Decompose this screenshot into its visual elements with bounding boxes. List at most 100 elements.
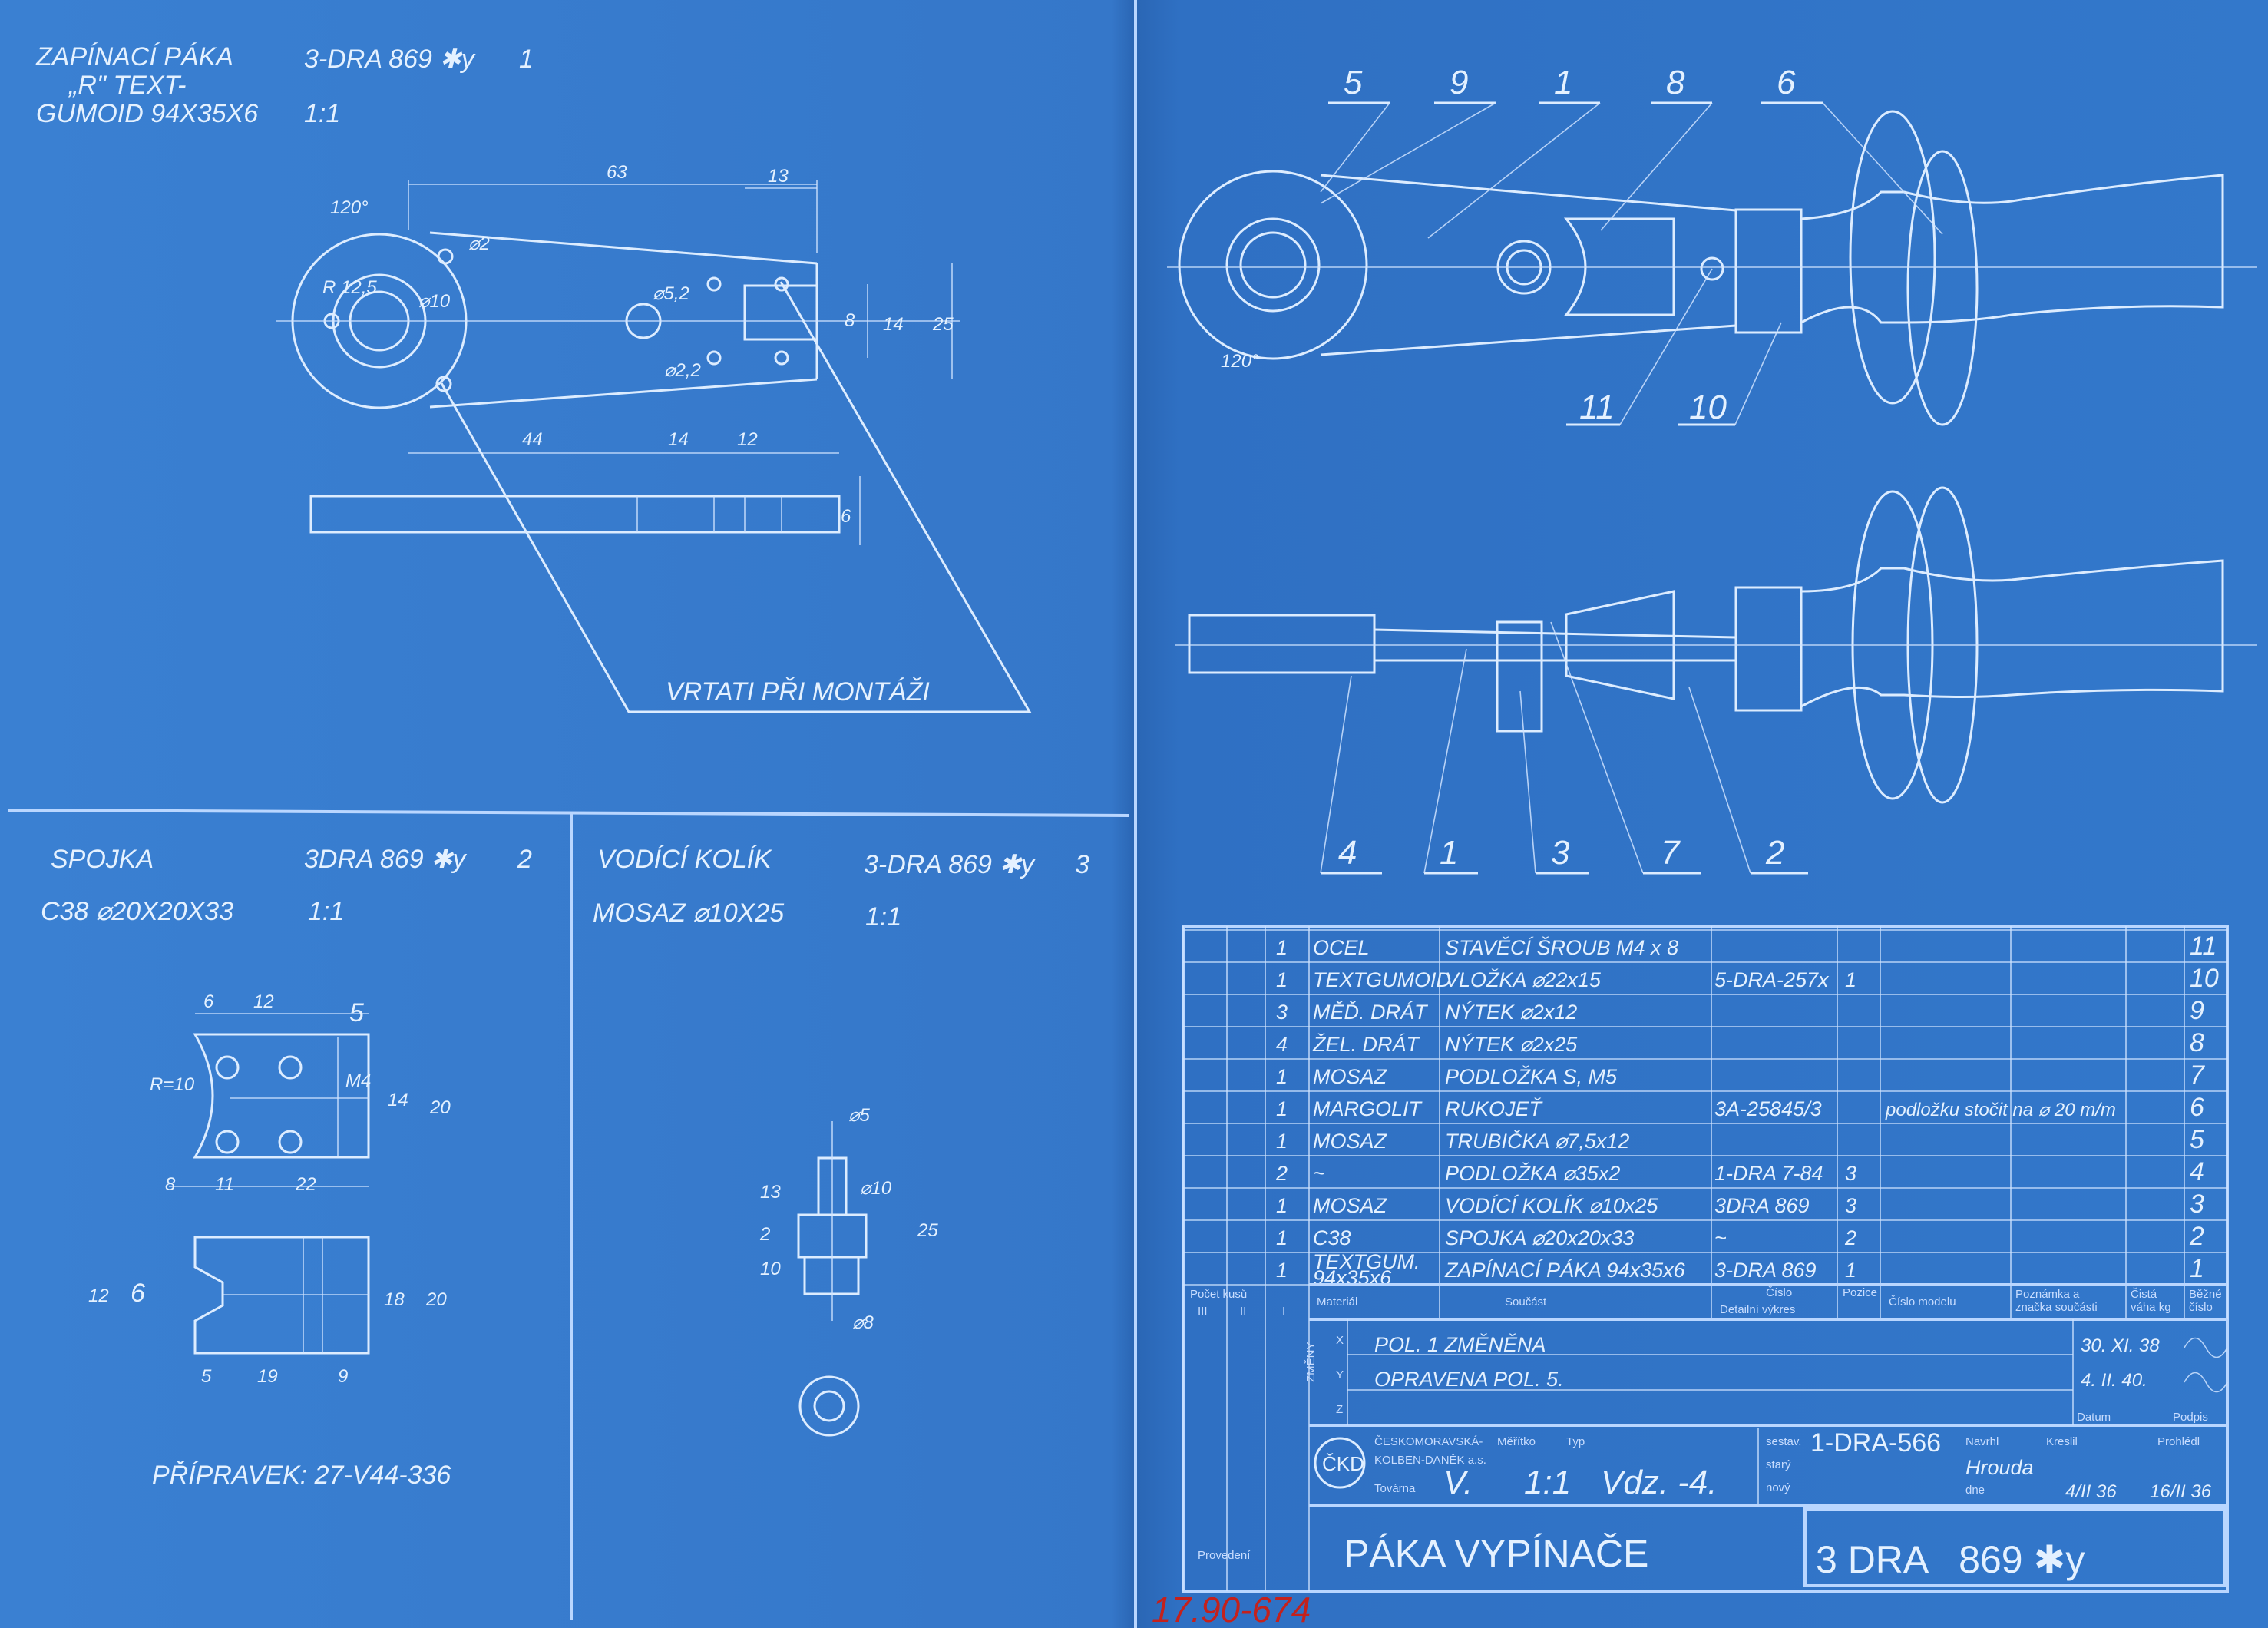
- part3-header: VODÍCÍ KOLÍK 3-DRA 869 ✱y 3 MOSAZ ⌀10X25…: [593, 845, 1089, 931]
- balloon-5: 5: [1344, 64, 1363, 101]
- header-part: Součást: [1505, 1295, 1547, 1309]
- header-qty-col: III: [1198, 1305, 1208, 1318]
- title-block: ČKD ČESKOMORAVSKÁ- KOLBEN-DANĚK a.s. Měř…: [1198, 1428, 2227, 1587]
- cell-part: PODLOŽKA ⌀35x2: [1445, 1161, 1620, 1185]
- cell-material: MĚĎ. DRÁT: [1313, 1000, 1429, 1024]
- cell-no: 11: [2190, 931, 2217, 961]
- cell-pos: 3: [1845, 1162, 1856, 1185]
- cell-drawing: 3A-25845/3: [1714, 1097, 1822, 1120]
- drew-label: Navrhl: [1965, 1435, 1999, 1448]
- cell-material: ~: [1313, 1162, 1325, 1185]
- signature-1: [2184, 1337, 2228, 1358]
- part1-position: 1: [519, 45, 534, 74]
- dim-14: 14: [388, 1090, 408, 1110]
- dim-22: 22: [295, 1174, 316, 1195]
- balloon-7: 7: [1661, 834, 1681, 872]
- cell-qty: 1: [1276, 968, 1288, 991]
- dim-13: 13: [760, 1182, 781, 1203]
- change-text-y: OPRAVENA POL. 5.: [1374, 1368, 1564, 1391]
- new-label: nový: [1766, 1481, 1790, 1494]
- panel-frames: [7, 0, 1137, 1628]
- cell-part: ZAPÍNACÍ PÁKA 94x35x6: [1444, 1259, 1686, 1282]
- balloon-11: 11: [1579, 389, 1615, 426]
- header-model: Číslo modelu: [1889, 1295, 1956, 1309]
- cell-no: 6: [2190, 1093, 2204, 1122]
- part3-scale: 1:1: [865, 902, 901, 931]
- part1-note: VRTATI PŘI MONTÁŽI: [666, 677, 930, 706]
- dim-8: 8: [845, 310, 855, 331]
- header-qty: Počet kusů: [1190, 1288, 1247, 1301]
- drew-value: Hrouda: [1965, 1456, 2034, 1479]
- ckd-logo-mark: ČKD: [1322, 1452, 1364, 1475]
- dim-phi10: ⌀10: [860, 1178, 892, 1199]
- signature-2: [2184, 1372, 2228, 1393]
- part2-position: 2: [517, 845, 532, 874]
- cell-drawing: ~: [1714, 1226, 1727, 1249]
- change-sign-label: Podpis: [2173, 1411, 2208, 1424]
- drawing-number: 3 DRA 869 ✱y: [1816, 1538, 2085, 1581]
- dim-8: 8: [165, 1174, 176, 1195]
- dim-phi2: ⌀2: [468, 233, 490, 254]
- part2-title: SPOJKA: [51, 845, 154, 874]
- part1-title-line3: GUMOID 94X35X6: [36, 99, 258, 128]
- dim-6b: 6: [131, 1279, 145, 1308]
- part2-coupling-drawing: 6 12 5 R=10 M4 14 20 8 11 22 12 6 18 20 …: [88, 991, 451, 1490]
- cell-no: 10: [2190, 964, 2219, 993]
- cell-qty: 1: [1276, 936, 1288, 959]
- drawing-name: PÁKA VYPÍNAČE: [1344, 1532, 1648, 1575]
- dim-25: 25: [932, 314, 954, 335]
- dim-11: 11: [215, 1174, 234, 1195]
- factory-label: Továrna: [1374, 1482, 1416, 1495]
- cell-pos: 1: [1845, 968, 1856, 991]
- dim-phi52: ⌀5,2: [653, 283, 689, 304]
- cell-pos: 3: [1845, 1194, 1856, 1217]
- cell-drawing: 3DRA 869: [1714, 1194, 1810, 1217]
- balloon-2: 2: [1765, 834, 1784, 872]
- dim-2: 2: [759, 1224, 770, 1245]
- cell-part: SPOJKA ⌀20x20x33: [1445, 1226, 1634, 1249]
- replaces-value: 1-DRA-566: [1810, 1428, 1941, 1458]
- header-no: Běžné číslo: [2189, 1288, 2225, 1314]
- balloon-1: 1: [1554, 64, 1572, 101]
- part2-scale: 1:1: [308, 897, 344, 926]
- cell-no: 9: [2190, 996, 2204, 1025]
- cell-material: MOSAZ: [1313, 1065, 1388, 1088]
- cell-material: MOSAZ: [1313, 1130, 1388, 1153]
- part1-lever-drawing: 63 13 120° ⌀2 ⌀10 R 12,5 ⌀5,2 ⌀2,2 8 14 …: [276, 162, 1032, 713]
- cell-qty: 1: [1276, 1097, 1288, 1120]
- cell-qty: 1: [1276, 1226, 1288, 1249]
- change-text-x: POL. 1 ZMĚNĚNA: [1374, 1332, 1546, 1356]
- cell-material: TEXTGUMOID: [1313, 968, 1451, 991]
- archive-stamp: 17.90-674: [1152, 1590, 1311, 1628]
- factory-value: V.: [1443, 1464, 1473, 1501]
- part1-title-line2: „R" TEXT-: [68, 71, 187, 100]
- header-weight: Čistá váha kg: [2131, 1288, 2171, 1314]
- part1-header: ZAPÍNACÍ PÁKA „R" TEXT- GUMOID 94X35X6 3…: [35, 42, 534, 128]
- scale-value: 1:1: [1524, 1464, 1571, 1501]
- day-label: dne: [1965, 1484, 1985, 1497]
- cell-material: C38: [1313, 1226, 1351, 1249]
- checked-label: Prohlédl: [2157, 1435, 2200, 1448]
- dim-radius: R 12,5: [322, 277, 377, 298]
- balloon-6: 6: [1777, 64, 1796, 101]
- dim-19: 19: [257, 1366, 278, 1387]
- change-mark-x: X: [1336, 1334, 1344, 1347]
- cell-material: OCEL: [1313, 936, 1370, 959]
- balloon-4: 4: [1338, 834, 1357, 872]
- header-drawing_top: Číslo: [1766, 1286, 1792, 1299]
- type-label: Typ: [1566, 1435, 1585, 1448]
- dim-angle: 120°: [330, 197, 369, 218]
- cell-no: 1: [2190, 1254, 2204, 1283]
- cell-qty: 4: [1276, 1033, 1288, 1056]
- dim-phi5: ⌀5: [848, 1105, 870, 1126]
- cell-no: 5: [2190, 1125, 2204, 1154]
- cell-material: ŽEL. DRÁT: [1312, 1032, 1421, 1056]
- dim-6: 6: [203, 991, 214, 1012]
- cell-no: 4: [2190, 1157, 2204, 1186]
- balloon-row-top: 5 9 1 8 6: [1320, 64, 1943, 239]
